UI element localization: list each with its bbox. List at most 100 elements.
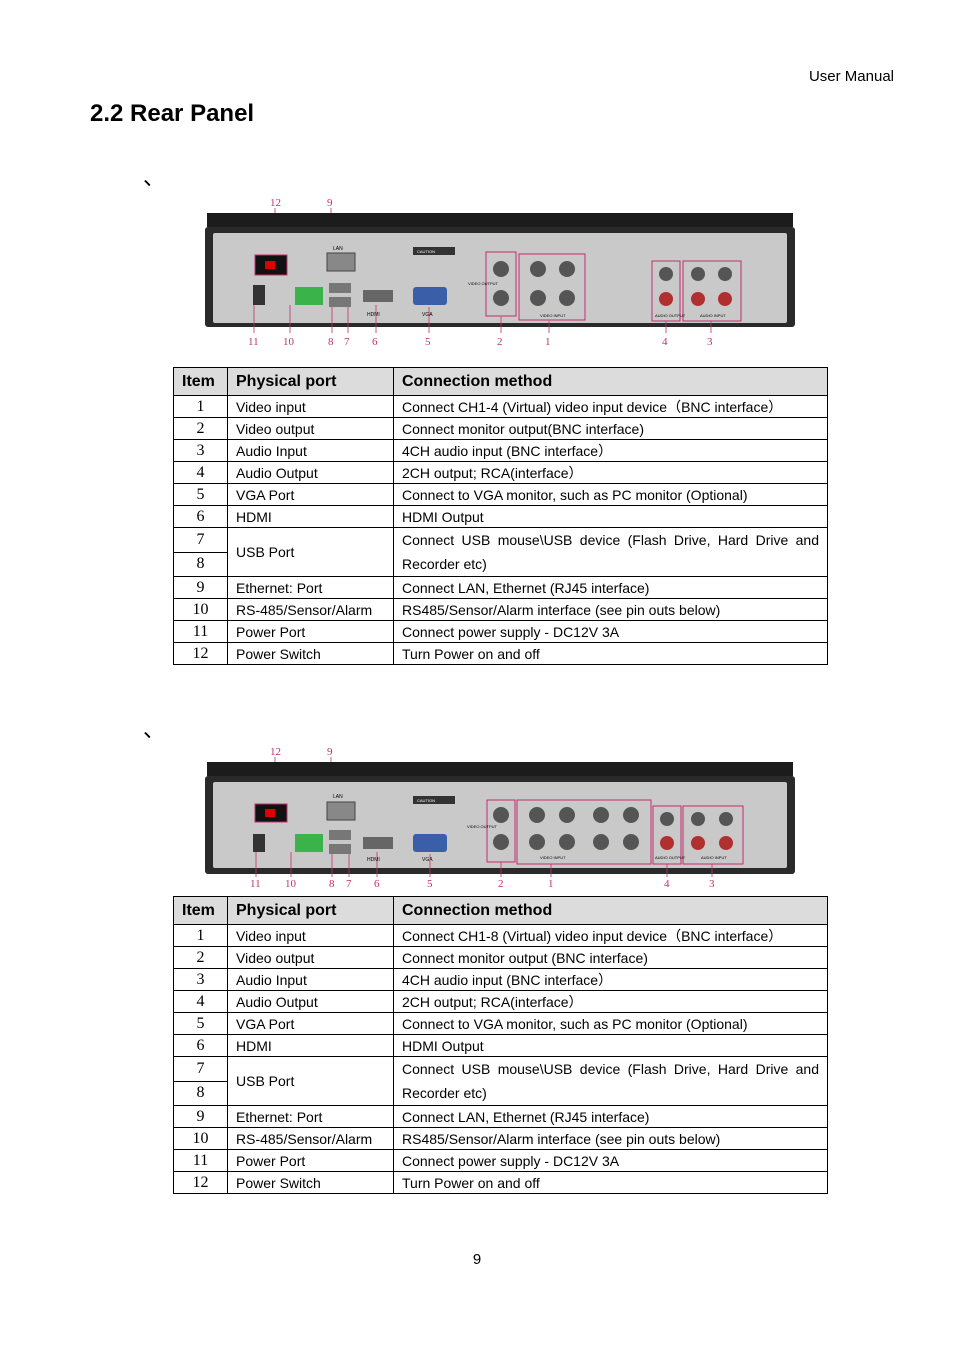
item-number: 12	[173, 1171, 228, 1194]
physical-port: Video output	[227, 417, 394, 440]
item-number: 8	[173, 551, 228, 577]
bullet-marker-2: 、	[143, 718, 166, 743]
vga-label: VGA	[422, 312, 433, 318]
video-input-label: VIDEO INPUT	[540, 313, 566, 318]
connection-method: Connect monitor output(BNC interface)	[393, 417, 828, 440]
callout-12: 12	[270, 746, 281, 758]
video-output-label: VIDEO OUTPUT	[467, 824, 498, 829]
connection-method: Connect CH1-4 (Virtual) video input devi…	[393, 395, 828, 418]
callout-3: 3	[709, 878, 715, 890]
physical-port: Ethernet: Port	[227, 576, 394, 599]
connection-method: Connect power supply - DC12V 3A	[393, 620, 828, 643]
physical-port: VGA Port	[227, 1012, 394, 1035]
header-item: Item	[173, 367, 228, 396]
callout-5: 5	[427, 878, 433, 890]
item-number: 11	[173, 1149, 228, 1172]
connection-method: Connect power supply - DC12V 3A	[393, 1149, 828, 1172]
header-physical-port: Physical port	[227, 896, 394, 925]
connection-method: RS485/Sensor/Alarm interface (see pin ou…	[393, 598, 828, 621]
callout-1: 1	[548, 878, 554, 890]
physical-port: Ethernet: Port	[227, 1105, 394, 1128]
callout-7: 7	[346, 878, 352, 890]
item-number: 8	[173, 1080, 228, 1106]
item-number: 5	[173, 483, 228, 506]
connection-method: 4CH audio input (BNC interface）	[393, 439, 828, 462]
item-number: 9	[173, 576, 228, 599]
item-number: 6	[173, 505, 228, 528]
physical-port: HDMI	[227, 1034, 394, 1057]
page-header: User Manual	[808, 68, 894, 85]
physical-port: Audio Input	[227, 968, 394, 991]
connection-method: 2CH output; RCA(interface）	[393, 990, 828, 1013]
connection-method: Connect LAN, Ethernet (RJ45 interface)	[393, 576, 828, 599]
item-number: 5	[173, 1012, 228, 1035]
callout-6: 6	[372, 336, 378, 348]
callout-5: 5	[425, 336, 431, 348]
item-number: 6	[173, 1034, 228, 1057]
callout-4: 4	[664, 878, 670, 890]
video-input-label: VIDEO INPUT	[540, 855, 566, 860]
hdmi-label: HDMI	[367, 857, 380, 863]
physical-port: RS-485/Sensor/Alarm	[227, 1127, 394, 1150]
callout-11: 11	[250, 878, 261, 890]
dvr-rear-panel-4ch-image: 12 9 LAN HDMI VGA CAUTION VIDEO OUTPUT V…	[205, 197, 795, 348]
item-number: 10	[173, 1127, 228, 1150]
callout-2: 2	[497, 336, 503, 348]
callout-6: 6	[374, 878, 380, 890]
connection-method: RS485/Sensor/Alarm interface (see pin ou…	[393, 1127, 828, 1150]
table-header-row: Item Physical port Connection method	[173, 367, 828, 396]
item-number: 4	[173, 461, 228, 484]
callout-12: 12	[270, 197, 281, 209]
physical-port: Audio Output	[227, 990, 394, 1013]
item-number: 9	[173, 1105, 228, 1128]
item-number: 2	[173, 417, 228, 440]
header-connection-method: Connection method	[393, 367, 828, 396]
item-number: 3	[173, 439, 228, 462]
callout-9: 9	[327, 197, 333, 209]
section-title: 2.2 Rear Panel	[90, 100, 255, 127]
physical-port: Video input	[227, 924, 394, 947]
callout-7: 7	[344, 336, 350, 348]
item-number: 1	[173, 924, 228, 947]
item-number: 3	[173, 968, 228, 991]
item-number: 12	[173, 642, 228, 665]
physical-port: Power Switch	[227, 1171, 394, 1194]
connection-method: Connect USB mouse\USB device (Flash Driv…	[393, 527, 828, 577]
physical-port: Power Port	[227, 1149, 394, 1172]
physical-port: Video input	[227, 395, 394, 418]
caution-label: CAUTION	[417, 798, 435, 803]
connection-method: Connect monitor output (BNC interface)	[393, 946, 828, 969]
connection-method: Turn Power on and off	[393, 1171, 828, 1194]
bullet-marker-1: 、	[143, 166, 166, 191]
physical-port: Video output	[227, 946, 394, 969]
table-row: 8	[173, 551, 828, 577]
audio-input-label: AUDIO INPUT	[701, 855, 727, 860]
lan-label: LAN	[333, 246, 343, 252]
audio-output-label: AUDIO OUTPUT	[655, 313, 686, 318]
callout-3: 3	[707, 336, 713, 348]
item-number: 10	[173, 598, 228, 621]
physical-port: USB Port	[227, 527, 394, 577]
callout-8: 8	[329, 878, 335, 890]
video-output-label: VIDEO OUTPUT	[468, 281, 499, 286]
physical-port: RS-485/Sensor/Alarm	[227, 598, 394, 621]
callout-2: 2	[498, 878, 504, 890]
vga-label: VGA	[422, 857, 433, 863]
item-number: 11	[173, 620, 228, 643]
